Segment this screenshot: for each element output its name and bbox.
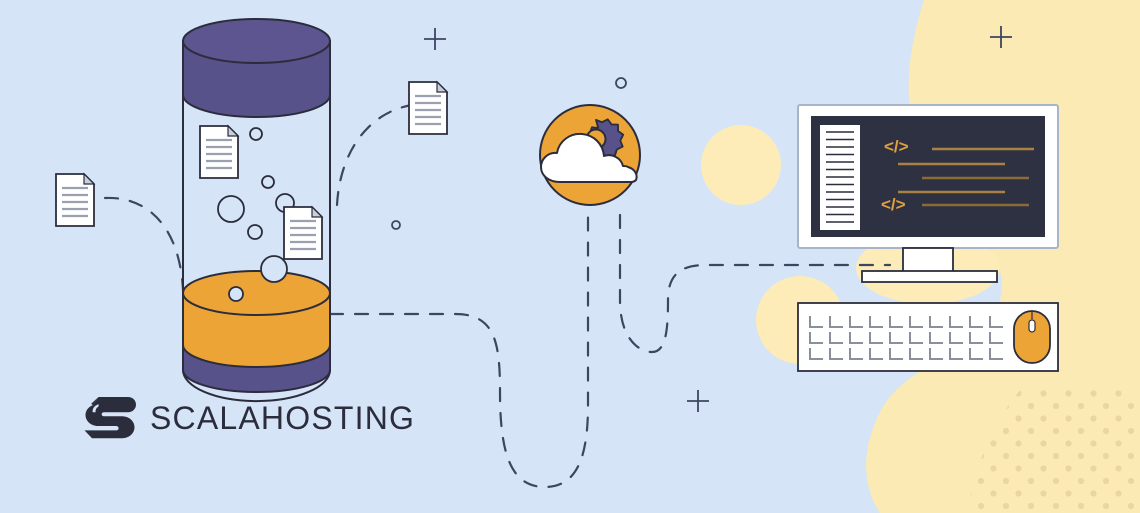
code-tag-icon: </> bbox=[884, 137, 909, 156]
cylinder-bubbles bbox=[217, 127, 295, 302]
keyboard-keys bbox=[809, 316, 1003, 360]
scalahosting-s-logo-icon bbox=[84, 397, 136, 439]
database-cylinder[interactable] bbox=[182, 18, 331, 403]
code-tag-icon: </> bbox=[881, 195, 906, 214]
bubble bbox=[249, 127, 263, 141]
ring-mark-1 bbox=[615, 77, 627, 89]
code-monitor[interactable]: </> </> bbox=[797, 104, 1059, 283]
cloud-icon bbox=[540, 132, 638, 183]
crosshair-mark-2 bbox=[990, 26, 1012, 48]
crosshair-mark-3 bbox=[687, 390, 709, 412]
bubble bbox=[217, 195, 245, 223]
monitor-sidebar-lines bbox=[826, 131, 854, 223]
brand-name: SCALAHOSTING bbox=[150, 400, 416, 436]
monitor-stand-neck bbox=[902, 247, 954, 274]
cloud-gear-badge[interactable] bbox=[539, 104, 641, 206]
document-icon-top-right bbox=[408, 80, 449, 135]
brand-lockup[interactable]: SCALAHOSTING bbox=[84, 396, 415, 440]
dashed-path-cylinder-to-cloud bbox=[328, 213, 590, 489]
cylinder-glass-outline bbox=[182, 48, 331, 370]
cylinder-cap-top bbox=[182, 18, 331, 64]
bubble bbox=[247, 224, 263, 240]
dashed-path-cloud-to-monitor bbox=[618, 213, 892, 354]
monitor-code-lines bbox=[898, 147, 1034, 207]
document-icon-left-outside bbox=[55, 172, 96, 227]
cylinder-fill-surface bbox=[182, 270, 331, 316]
yellow-accent-circle bbox=[701, 125, 781, 205]
document-icon-inner-upper bbox=[199, 124, 240, 179]
decorative-marks bbox=[391, 26, 1012, 412]
dot-grid-pattern bbox=[968, 390, 1140, 513]
crosshair-mark-1 bbox=[424, 28, 446, 50]
mouse[interactable] bbox=[1013, 310, 1051, 364]
bubble bbox=[261, 175, 275, 189]
bubble bbox=[228, 286, 244, 302]
monitor-stand-base bbox=[861, 270, 998, 283]
document-icon-inner-lower bbox=[283, 205, 324, 260]
mouse-wheel bbox=[1028, 319, 1036, 333]
bubble bbox=[260, 255, 288, 283]
dashed-path-doc-to-cylinder bbox=[103, 196, 185, 292]
ring-mark-2 bbox=[391, 220, 401, 230]
